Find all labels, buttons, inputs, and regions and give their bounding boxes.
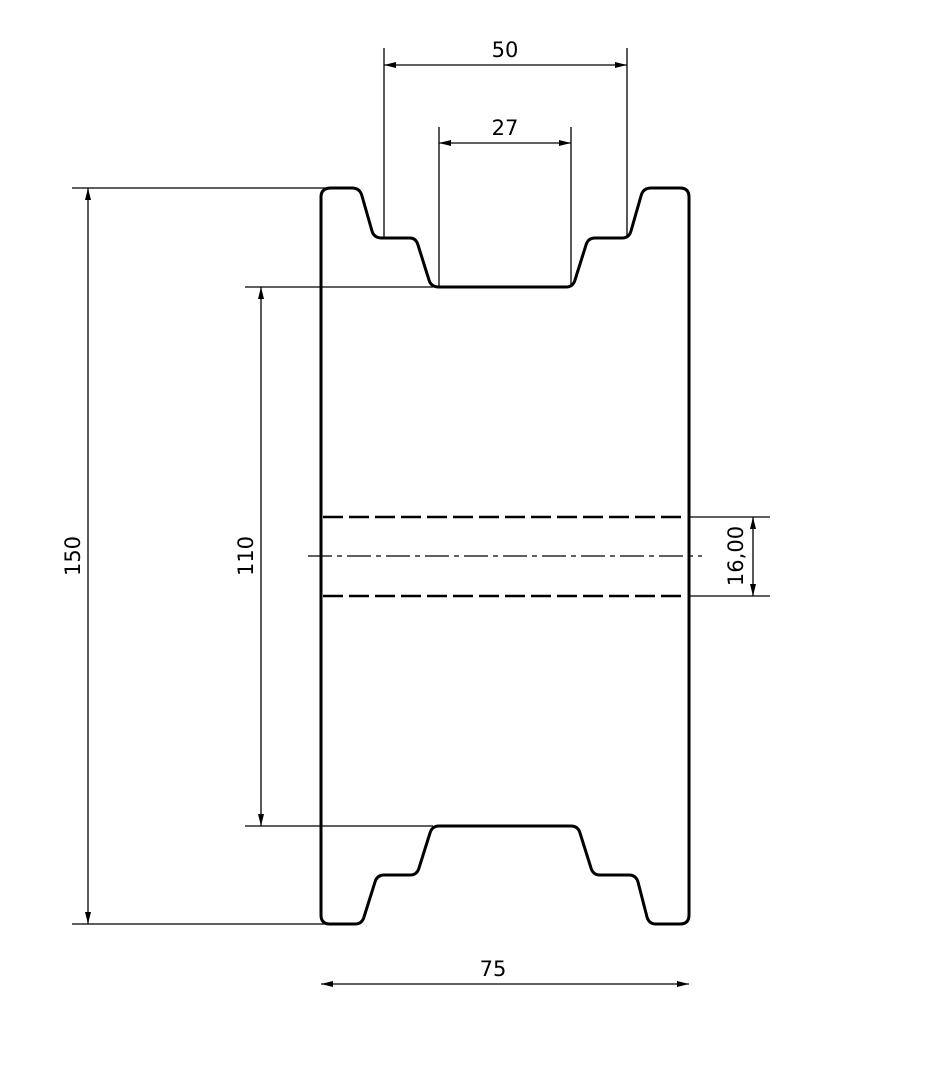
dimension-label: 27 — [492, 116, 519, 140]
dimension-27: 27 — [438, 116, 572, 287]
dimension-110: 110 — [234, 286, 433, 827]
pulley-outline — [319, 186, 691, 926]
dimension-label: 110 — [234, 536, 258, 576]
dimension-label: 16,00 — [724, 526, 748, 586]
dimension-label: 150 — [61, 536, 85, 576]
dimension-label: 50 — [492, 38, 519, 62]
dimension-50: 50 — [383, 38, 628, 238]
dimension-75: 75 — [321, 957, 689, 987]
dimension-150: 150 — [61, 187, 345, 925]
dimension-16: 16,00 — [689, 516, 770, 597]
dimension-label: 75 — [480, 957, 507, 981]
